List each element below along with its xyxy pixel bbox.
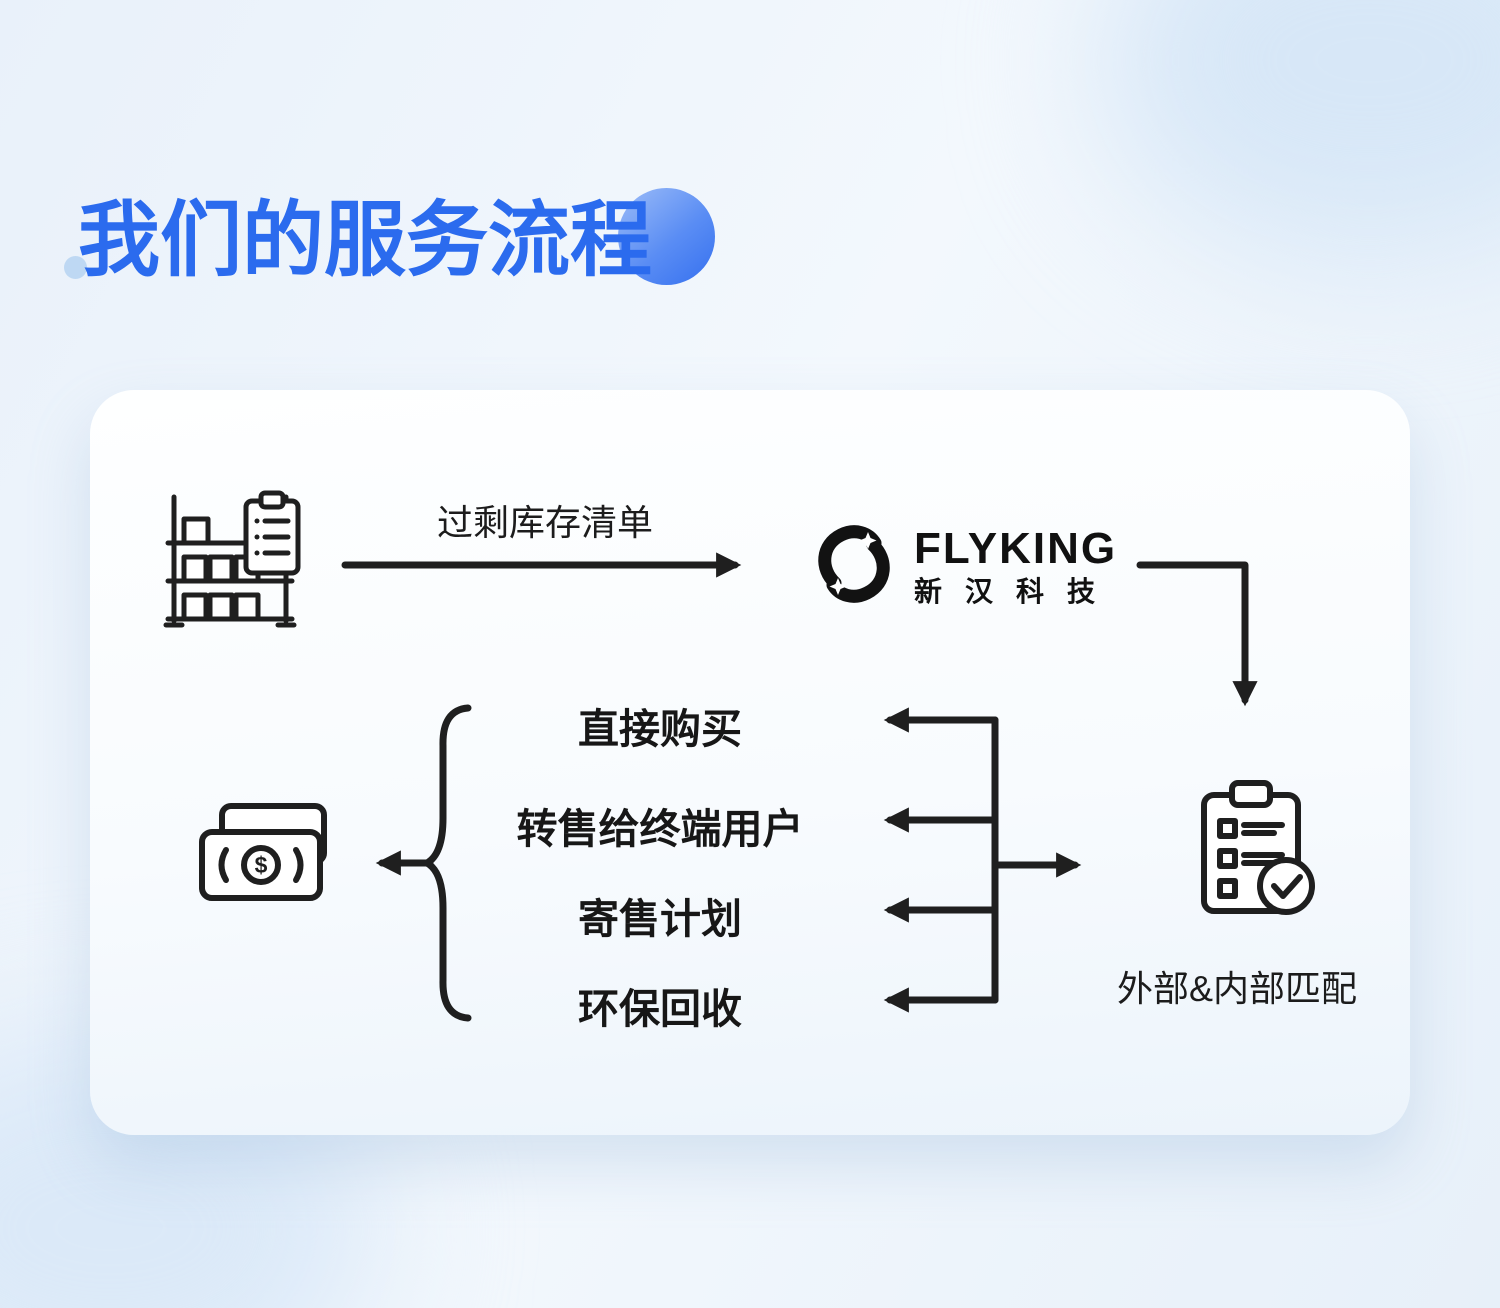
clipboard-check-icon [1176, 773, 1326, 923]
banknote-icon: $ [198, 800, 330, 906]
flow-option-label: 环保回收 [578, 986, 742, 1032]
flow-option-label: 直接购买 [578, 706, 742, 752]
brand-name: FLYKING [914, 524, 1118, 573]
flow-option-label: 寄售计划 [578, 896, 742, 942]
brand-text: FLYKING 新汉科技 [914, 527, 1118, 606]
dollar-symbol: $ [255, 852, 268, 878]
title-dot-decoration [64, 256, 87, 279]
flow-connectors [341, 552, 1258, 1022]
brand-logo: FLYKING 新汉科技 [810, 520, 1118, 613]
page-title: 我们的服务流程 [78, 195, 653, 286]
flow-option-label: 转售给终端用户 [516, 806, 804, 852]
title-circle-decoration [618, 188, 715, 285]
arrow-flyking-to-matching [1136, 561, 1258, 707]
matching-label: 外部&内部匹配 [1116, 968, 1357, 1009]
background-blob-top-right [1100, 0, 1500, 260]
warehouse-shelf-icon [158, 485, 308, 635]
flyking-knot-icon [810, 520, 898, 613]
flow-card: 过剩库存清单 FLYKING 新汉科技 [90, 390, 1410, 1135]
inventory-arrow-label: 过剩库存清单 [436, 502, 653, 543]
brand-name-cn: 新汉科技 [914, 576, 1119, 607]
